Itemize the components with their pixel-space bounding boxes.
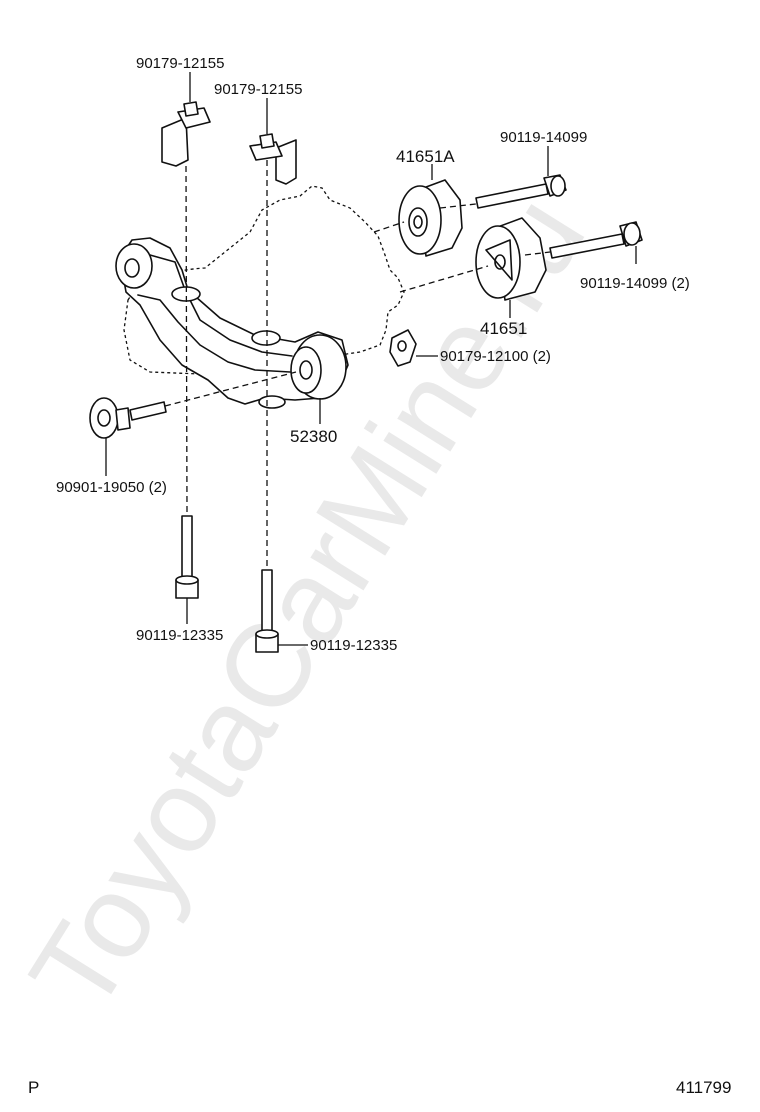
footer-left-code: P: [28, 1078, 39, 1097]
clip-left: [161, 101, 211, 167]
leader-lines: [105, 72, 637, 646]
label-support-52380: 52380: [290, 427, 337, 446]
bushing-41651a: [398, 179, 463, 257]
label-nut-right: 90179-12100 (2): [440, 348, 551, 365]
stud-center: [255, 569, 279, 653]
footer-figure-number: 411799: [676, 1078, 731, 1097]
label-clip-right: 90179-12155: [214, 81, 302, 98]
label-clip-left: 90179-12155: [136, 55, 224, 72]
label-stud-left: 90119-12335: [136, 627, 223, 644]
label-bolt-top-right: 90119-14099: [500, 129, 587, 146]
bolt-90119-14099-top: [475, 174, 567, 209]
label-bushing-41651a: 41651A: [396, 147, 455, 166]
clip-right: [249, 133, 297, 185]
label-stud-center: 90119-12335: [310, 637, 397, 654]
stud-left: [175, 515, 199, 599]
differential-support: [115, 237, 349, 409]
label-bushing-41651: 41651: [480, 319, 527, 338]
bolt-90119-14099-right: [549, 221, 643, 259]
assembly-guide-lines: [164, 160, 551, 566]
bolt-90901-19050: [89, 397, 167, 439]
watermark-text: ToyotaCarMine.ru: [5, 174, 610, 1034]
nut-90179-12100: [389, 329, 417, 367]
label-bolt-right: 90119-14099 (2): [580, 275, 690, 292]
bushing-41651: [475, 217, 547, 301]
label-bolt-left: 90901-19050 (2): [56, 479, 167, 496]
